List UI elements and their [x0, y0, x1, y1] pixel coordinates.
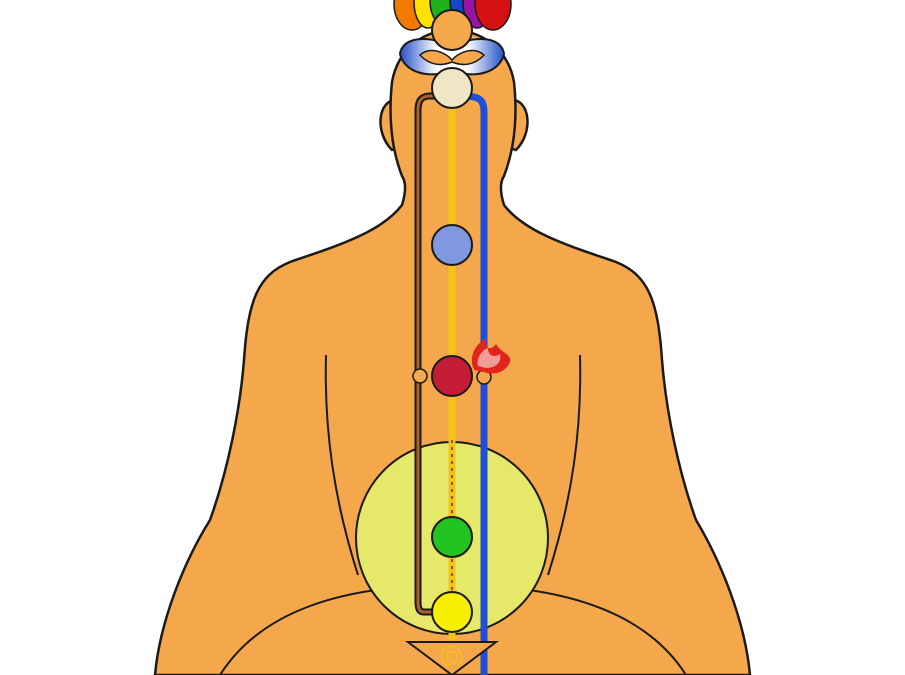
crown-bowl [398, 9, 506, 76]
chakra-points [431, 67, 473, 633]
kundalini-spiral [440, 645, 463, 666]
left-arm-contour [324, 354, 359, 576]
right-arm-contour [547, 354, 582, 576]
heart-chakra [431, 355, 473, 397]
petal [474, 0, 512, 31]
navel-chakra [431, 516, 473, 558]
throat-chakra [431, 224, 473, 266]
crown-knob [431, 9, 473, 51]
crown-bowl-shape [398, 38, 506, 76]
crown-chakra [431, 67, 473, 109]
triangle-spiral-icon [405, 641, 499, 675]
flame-icon [471, 338, 511, 374]
base-triangle [405, 641, 499, 675]
crown-bowl-inner [418, 49, 486, 66]
root-chakra [431, 591, 473, 633]
left-heart-node [412, 368, 428, 384]
ida-channel-fill [416, 94, 452, 614]
